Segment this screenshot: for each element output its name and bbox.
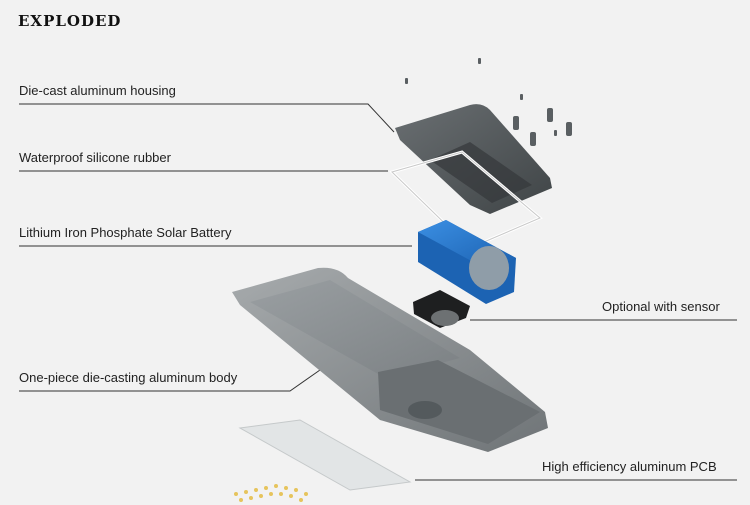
- led: [244, 490, 248, 494]
- screw-1: [547, 108, 553, 122]
- pcb-board: [238, 419, 412, 491]
- led: [284, 486, 288, 490]
- label-rubber: Waterproof silicone rubber: [19, 150, 171, 165]
- pcb-part: [234, 419, 412, 502]
- screws: [405, 58, 572, 146]
- led: [289, 494, 293, 498]
- label-body: One-piece die-casting aluminum body: [19, 370, 238, 385]
- led-array: [234, 484, 308, 502]
- led: [254, 488, 258, 492]
- label-housing: Die-cast aluminum housing: [19, 83, 176, 98]
- battery-part: [418, 220, 516, 304]
- led: [294, 488, 298, 492]
- body-lamp-head: [378, 360, 540, 444]
- label-battery: Lithium Iron Phosphate Solar Battery: [19, 225, 232, 240]
- screw-4: [530, 132, 536, 146]
- led: [304, 492, 308, 496]
- led: [249, 496, 253, 500]
- label-sensor: Optional with sensor: [602, 299, 720, 314]
- screw-5: [520, 94, 523, 100]
- battery-end-cap: [469, 246, 509, 290]
- led: [239, 498, 243, 502]
- leader-housing: [19, 103, 395, 133]
- led: [264, 486, 268, 490]
- leader-body: [19, 369, 321, 392]
- screw-7: [478, 58, 481, 64]
- leader-lines: [19, 103, 737, 481]
- led: [299, 498, 303, 502]
- led: [259, 494, 263, 498]
- body-part: [232, 267, 548, 452]
- led: [269, 492, 273, 496]
- sensor-part: [413, 290, 470, 328]
- led: [279, 492, 283, 496]
- body-sensor-window: [408, 401, 442, 419]
- sensor-lens: [431, 310, 459, 326]
- led: [274, 484, 278, 488]
- led: [234, 492, 238, 496]
- screw-8: [554, 130, 557, 136]
- label-pcb: High efficiency aluminum PCB: [542, 459, 717, 474]
- diagram-title: EXPLODED: [18, 12, 122, 30]
- screw-3: [566, 122, 572, 136]
- solar-panel: [250, 280, 460, 378]
- screw-2: [513, 116, 519, 130]
- screw-6: [405, 78, 408, 84]
